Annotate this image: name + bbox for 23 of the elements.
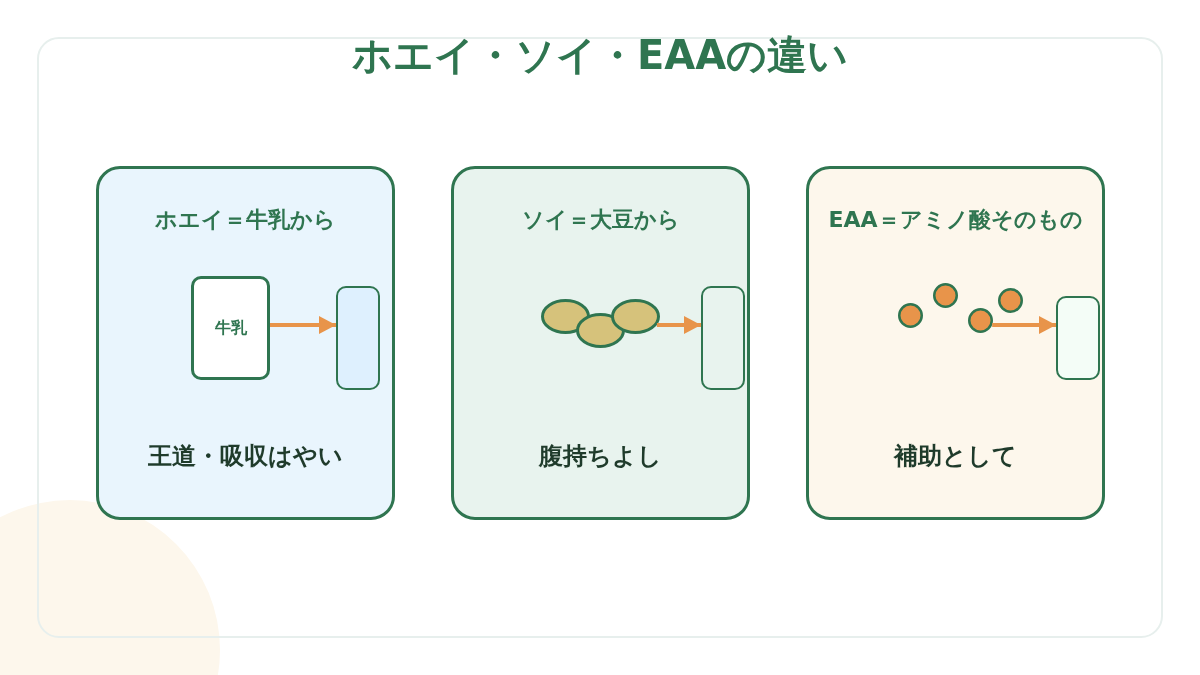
panel-caption: 腹持ちよし (539, 441, 662, 472)
empty-box (1056, 296, 1100, 380)
bean-icon (611, 299, 660, 334)
dot-icon (998, 288, 1023, 313)
arrow (656, 316, 701, 334)
bean-icon (541, 299, 590, 334)
dot-icon (968, 308, 993, 333)
panel-caption: 王道・吸収はやい (148, 441, 343, 472)
empty-box (336, 286, 380, 390)
title: ホエイ・ソイ・EAAの違い (351, 31, 849, 80)
panel-heading: ホエイ＝牛乳から (155, 206, 336, 234)
arrow (270, 316, 336, 334)
panel-card (451, 166, 750, 520)
empty-box (701, 286, 745, 390)
dot-icon (933, 283, 958, 308)
panel-heading: ソイ＝大豆から (521, 206, 680, 234)
milk-carton: 牛乳 (191, 276, 270, 380)
dot-icon (898, 303, 923, 328)
panel-heading: EAA＝アミノ酸そのもの (828, 206, 1083, 234)
panel-caption: 補助として (894, 441, 1017, 472)
panel-card (806, 166, 1105, 520)
arrow (992, 316, 1056, 334)
panel-card (96, 166, 395, 520)
